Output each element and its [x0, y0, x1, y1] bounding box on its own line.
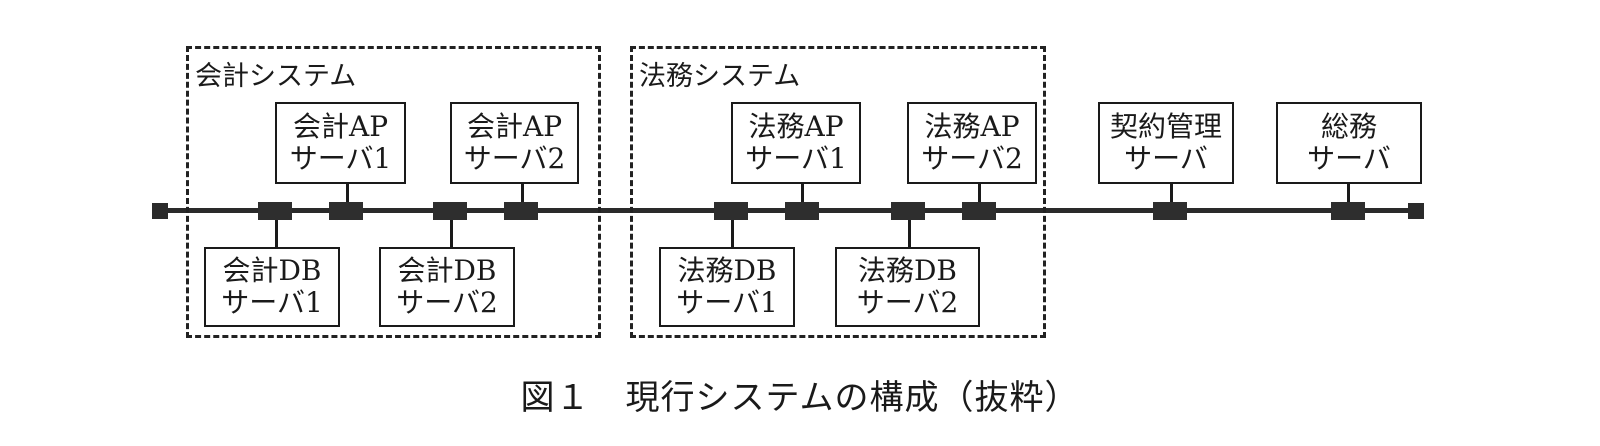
server-name: 契約管理: [1109, 109, 1222, 143]
bus-node-accounting-ap-2: [504, 202, 538, 220]
server-type: サーバ1: [289, 142, 392, 175]
figure-caption: 図１ 現行システムの構成（抜粋）: [520, 378, 1080, 418]
link-legal-db-1: [731, 218, 734, 247]
bus-node-accounting-ap-1: [329, 202, 363, 220]
link-accounting-db-1: [275, 218, 278, 247]
bus-node-contract-management: [1153, 202, 1187, 220]
bus-terminator-right: [1408, 203, 1424, 219]
server-type: サーバ2: [396, 286, 498, 319]
link-accounting-ap-1: [346, 184, 349, 204]
link-legal-db-2: [908, 218, 911, 247]
server-type: サーバ2: [463, 142, 566, 175]
server-type: サーバ: [1307, 142, 1391, 175]
legal-db-server-1: 法務DB サーバ1: [659, 247, 795, 327]
accounting-ap-server-2: 会計AP サーバ2: [450, 102, 579, 184]
server-name: 総務: [1320, 109, 1377, 143]
bus-terminator-left: [152, 203, 168, 219]
link-legal-ap-1: [801, 184, 804, 204]
bus-node-accounting-db-2: [433, 202, 467, 220]
server-type: サーバ2: [921, 142, 1023, 175]
accounting-ap-server-1: 会計AP サーバ1: [275, 102, 406, 184]
contract-management-server: 契約管理 サーバ: [1098, 102, 1234, 184]
legal-db-server-2: 法務DB サーバ2: [835, 247, 980, 327]
accounting-db-server-2: 会計DB サーバ2: [379, 247, 515, 327]
server-name: 会計DB: [222, 253, 322, 287]
server-name: 法務DB: [857, 253, 958, 287]
group-label: 法務システム: [639, 61, 801, 92]
group-label: 会計システム: [195, 61, 357, 92]
server-type: サーバ1: [221, 286, 323, 319]
server-name: 法務AP: [924, 109, 1020, 143]
bus-node-general-affairs: [1331, 202, 1365, 220]
link-contract-management: [1170, 184, 1173, 204]
legal-ap-server-1: 法務AP サーバ1: [731, 102, 861, 184]
accounting-system-group: 会計システム: [186, 46, 601, 338]
server-type: サーバ1: [676, 286, 778, 319]
server-type: サーバ1: [745, 142, 847, 175]
server-name: 会計AP: [466, 109, 563, 143]
accounting-db-server-1: 会計DB サーバ1: [204, 247, 340, 327]
legal-ap-server-2: 法務AP サーバ2: [907, 102, 1037, 184]
bus-node-legal-db-2: [891, 202, 925, 220]
link-accounting-ap-2: [521, 184, 524, 204]
link-accounting-db-2: [450, 218, 453, 247]
server-type: サーバ: [1124, 142, 1208, 175]
server-type: サーバ2: [856, 286, 959, 319]
general-affairs-server: 総務 サーバ: [1276, 102, 1422, 184]
legal-system-group: 法務システム: [630, 46, 1046, 338]
bus-node-legal-db-1: [714, 202, 748, 220]
server-name: 会計DB: [397, 253, 497, 287]
server-name: 法務DB: [677, 253, 777, 287]
bus-node-accounting-db-1: [258, 202, 292, 220]
link-legal-ap-2: [978, 184, 981, 204]
bus-node-legal-ap-1: [785, 202, 819, 220]
bus-node-legal-ap-2: [962, 202, 996, 220]
link-general-affairs: [1347, 184, 1350, 204]
server-name: 会計AP: [292, 109, 389, 143]
server-name: 法務AP: [748, 109, 844, 143]
